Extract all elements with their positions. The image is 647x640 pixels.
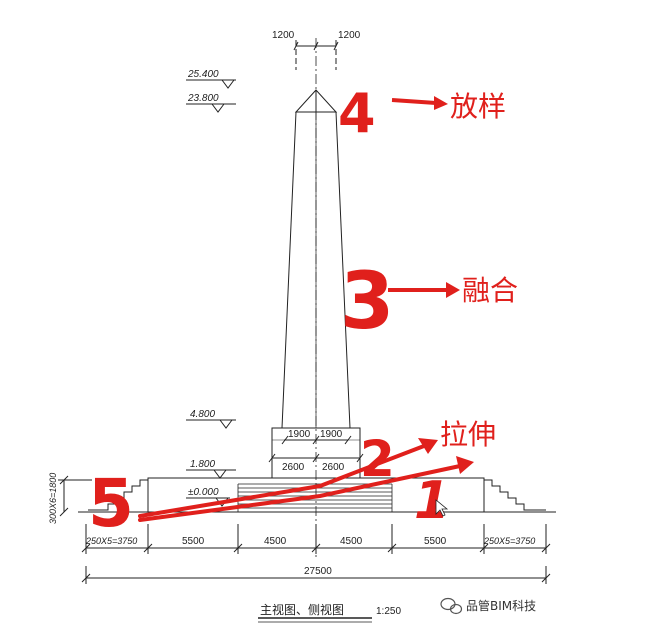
cad-labels: 1200 1200 25.400 23.800 4.800 1.800 ±0.0… (48, 30, 535, 617)
drawing-scale: 1:250 (376, 606, 401, 617)
side-height-dim: 300X6=1800 (48, 473, 58, 524)
elevation-markers (186, 79, 236, 507)
left-steps (88, 479, 148, 511)
mouse-cursor-icon (435, 499, 449, 517)
elevation-0: ±0.000 (188, 487, 219, 498)
red-annotations: 4 放样 3 融合 2 拉伸 1 5 (88, 82, 518, 542)
arrow-2 (138, 438, 438, 518)
elevation-25400: 25.400 (187, 69, 219, 80)
elevation-4800: 4.800 (190, 409, 215, 420)
arrow-3 (388, 282, 460, 298)
bottom-dim-5: 5500 (424, 536, 447, 547)
step-label-2: 拉伸 (440, 418, 496, 451)
top-dim-right: 1200 (338, 30, 361, 41)
bottom-dim-2: 5500 (182, 536, 205, 547)
step-label-4: 放样 (450, 90, 506, 123)
bottom-dim-6: 250X5=3750 (483, 536, 535, 546)
total-dim: 27500 (304, 566, 332, 577)
right-steps (484, 479, 546, 511)
elevation-23800: 23.800 (187, 93, 219, 104)
step-number-5: 5 (88, 465, 134, 542)
bottom-dimension-ticks (81, 524, 551, 554)
base-dim-left: 2600 (282, 462, 305, 473)
wechat-icon (440, 597, 463, 615)
base-dim-right: 2600 (322, 462, 345, 473)
elevation-1800: 1.800 (190, 459, 215, 470)
watermark-text: 品管BIM科技 (466, 598, 536, 613)
step-number-1: 1 (414, 471, 450, 531)
top-dim-left: 1200 (272, 30, 295, 41)
bottom-dim-3: 4500 (264, 536, 287, 547)
pedestal-dim-right: 1900 (320, 429, 343, 440)
drawing-caption: 主视图、侧视图 (260, 602, 344, 617)
bottom-dim-1: 250X5=3750 (85, 536, 137, 546)
step-label-3: 融合 (462, 274, 518, 307)
bottom-dim-4: 4500 (340, 536, 363, 547)
arrow-4 (391, 96, 448, 110)
arrow-1 (138, 456, 474, 522)
step-number-3: 3 (340, 257, 394, 347)
step-number-4: 4 (338, 82, 376, 145)
watermark: 品管BIM科技 (440, 597, 536, 615)
pedestal-dim-left: 1900 (288, 429, 311, 440)
